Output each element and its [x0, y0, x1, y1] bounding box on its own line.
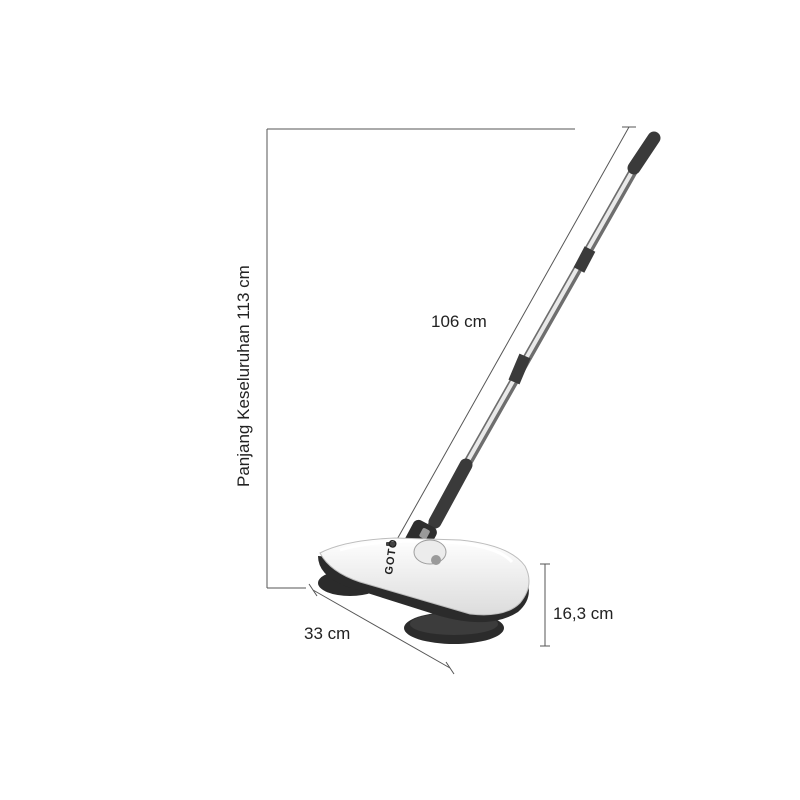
handle-length-line: [394, 126, 630, 544]
body-shell: [319, 537, 530, 616]
width-label: 33 cm: [304, 624, 350, 643]
handle-lower-grip: [428, 458, 473, 529]
width-line: [312, 589, 451, 669]
handle-neck-cap: [419, 528, 430, 540]
width-tick-left: [308, 583, 318, 597]
handle-top-grip: [627, 131, 661, 175]
body-slot: [386, 542, 396, 546]
body-connector: [413, 539, 447, 565]
body-shell-top: [339, 539, 514, 564]
sweeper-handle: [403, 131, 661, 557]
dimension-lines: [266, 126, 636, 675]
sweeper-body: GOTO: [318, 537, 530, 644]
width-tick-right: [445, 661, 455, 675]
body-connector-dot: [431, 555, 441, 565]
height-label: 16,3 cm: [553, 604, 613, 623]
handle-joint-1: [573, 246, 596, 273]
brand-logo: GOTO: [383, 538, 400, 576]
handle-length-label: 106 cm: [431, 312, 487, 331]
handle-joint-2: [508, 353, 531, 385]
overall-length-label: Panjang Keseluruhan 113 cm: [234, 265, 253, 487]
